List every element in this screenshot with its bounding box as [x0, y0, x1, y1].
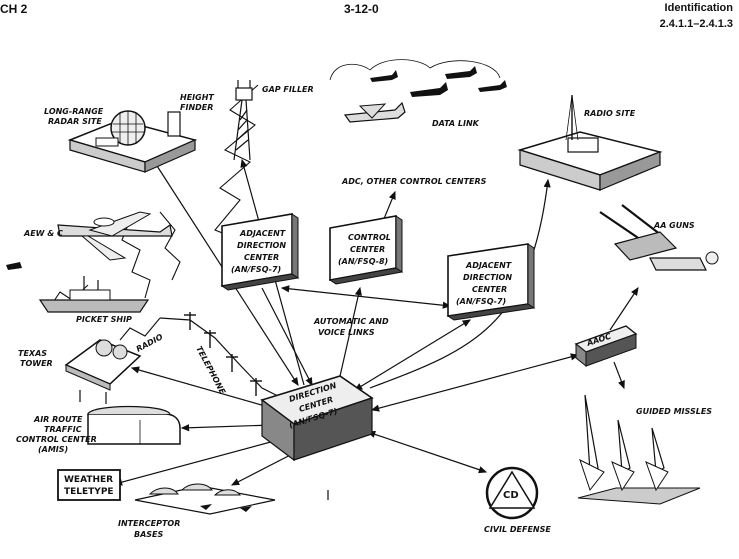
long-range-radar-site-icon — [67, 110, 198, 173]
label-guided-missiles: GUIDED MISSLES — [636, 407, 712, 416]
label-height-finder-1: HEIGHT — [180, 93, 214, 102]
control-center-box — [328, 215, 404, 285]
air-route-building-icon — [87, 405, 181, 445]
label-interceptor-1: INTERCEPTOR — [118, 519, 180, 528]
label-long-range-1: LONG-RANGE — [44, 107, 104, 116]
label-texas-tower-1: TEXAS — [18, 349, 47, 358]
aircraft-formation-icon — [343, 66, 507, 123]
aaoc-box — [574, 325, 638, 368]
adj-left-line2: DIRECTION — [237, 241, 286, 250]
telephone-poles — [184, 312, 262, 396]
picket-ship-icon — [38, 276, 150, 313]
weather-teletype-box — [57, 469, 121, 501]
header-center: 3-12-0 — [344, 2, 379, 16]
label-air-route-4: (AMIS) — [38, 445, 68, 454]
label-data-link: DATA LINK — [432, 119, 480, 128]
adj-right-line4: (AN/FSQ-7) — [456, 297, 506, 306]
label-radio: RADIO — [135, 332, 165, 354]
label-telephone: TELEPHONE — [194, 345, 227, 396]
interceptor-base-icon — [134, 483, 329, 515]
link-aaoc-missiles — [613, 361, 625, 390]
label-aew: AEW & C — [23, 229, 63, 238]
adj-left-line4: (AN/FSQ-7) — [231, 265, 281, 274]
weather-line2: TELETYPE — [64, 487, 114, 497]
label-adc: ADC, OTHER CONTROL CENTERS — [341, 177, 487, 186]
label-civil-defense: CIVIL DEFENSE — [484, 525, 551, 534]
aew-aircraft-icon — [6, 211, 173, 270]
label-texas-tower-2: TOWER — [20, 359, 53, 368]
label-air-route-2: TRAFFIC — [44, 425, 82, 434]
adj-right-line2: DIRECTION — [463, 273, 512, 282]
label-aa-guns: AA GUNS — [653, 221, 695, 230]
gap-filler-tower-icon — [233, 80, 253, 161]
link-dc-texas — [130, 366, 274, 410]
cloud-outline — [329, 59, 501, 81]
link-aaoc-aaguns — [609, 287, 639, 331]
header-right-line1: Identification — [664, 2, 733, 14]
link-dc-weather — [113, 439, 279, 486]
cd-text: CD — [503, 490, 519, 501]
radio-site-icon — [517, 94, 663, 191]
guided-missiles-icon — [577, 394, 701, 505]
link-adjleft-adjright — [280, 285, 452, 309]
adj-right-line1: ADJACENT — [465, 261, 512, 270]
link-dc-airroute — [180, 421, 274, 432]
adj-left-line3: CENTER — [244, 253, 279, 262]
label-gap-filler: GAP FILLER — [262, 85, 314, 94]
link-dc-cd — [366, 430, 488, 474]
adj-right-line3: CENTER — [472, 285, 507, 294]
label-automatic-1: AUTOMATIC AND — [313, 317, 389, 326]
label-automatic-2: VOICE LINKS — [318, 328, 375, 337]
link-adjleft-dc — [261, 287, 313, 387]
weather-line1: WEATHER — [64, 475, 113, 485]
connectors — [113, 153, 639, 486]
header-right-line2: 2.4.1.1–2.4.1.3 — [659, 18, 733, 30]
adjacent-direction-center-right-box — [446, 243, 536, 321]
aa-guns-icon — [599, 204, 719, 271]
label-air-route-1: AIR ROUTE — [33, 415, 83, 424]
control-line3: (AN/FSQ-8) — [338, 257, 388, 266]
texas-tower-icon — [64, 339, 142, 404]
telephone-line — [159, 317, 283, 399]
adjacent-direction-center-left-box — [220, 213, 300, 291]
label-air-route-3: CONTROL CENTER — [16, 435, 97, 444]
control-line2: CENTER — [350, 245, 385, 254]
label-height-finder-2: FINDER — [180, 103, 213, 112]
link-aaoc-dc — [370, 353, 580, 412]
control-line1: CONTROL — [348, 233, 391, 242]
direction-center-box — [260, 375, 374, 462]
civil-defense-emblem — [485, 466, 539, 520]
label-long-range-2: RADAR SITE — [48, 117, 102, 126]
label-radio-site: RADIO SITE — [584, 109, 636, 118]
label-picket-ship: PICKET SHIP — [76, 315, 132, 324]
adj-left-line1: ADJACENT — [239, 229, 286, 238]
label-interceptor-2: BASES — [134, 530, 164, 539]
header-left: CH 2 — [0, 2, 28, 16]
